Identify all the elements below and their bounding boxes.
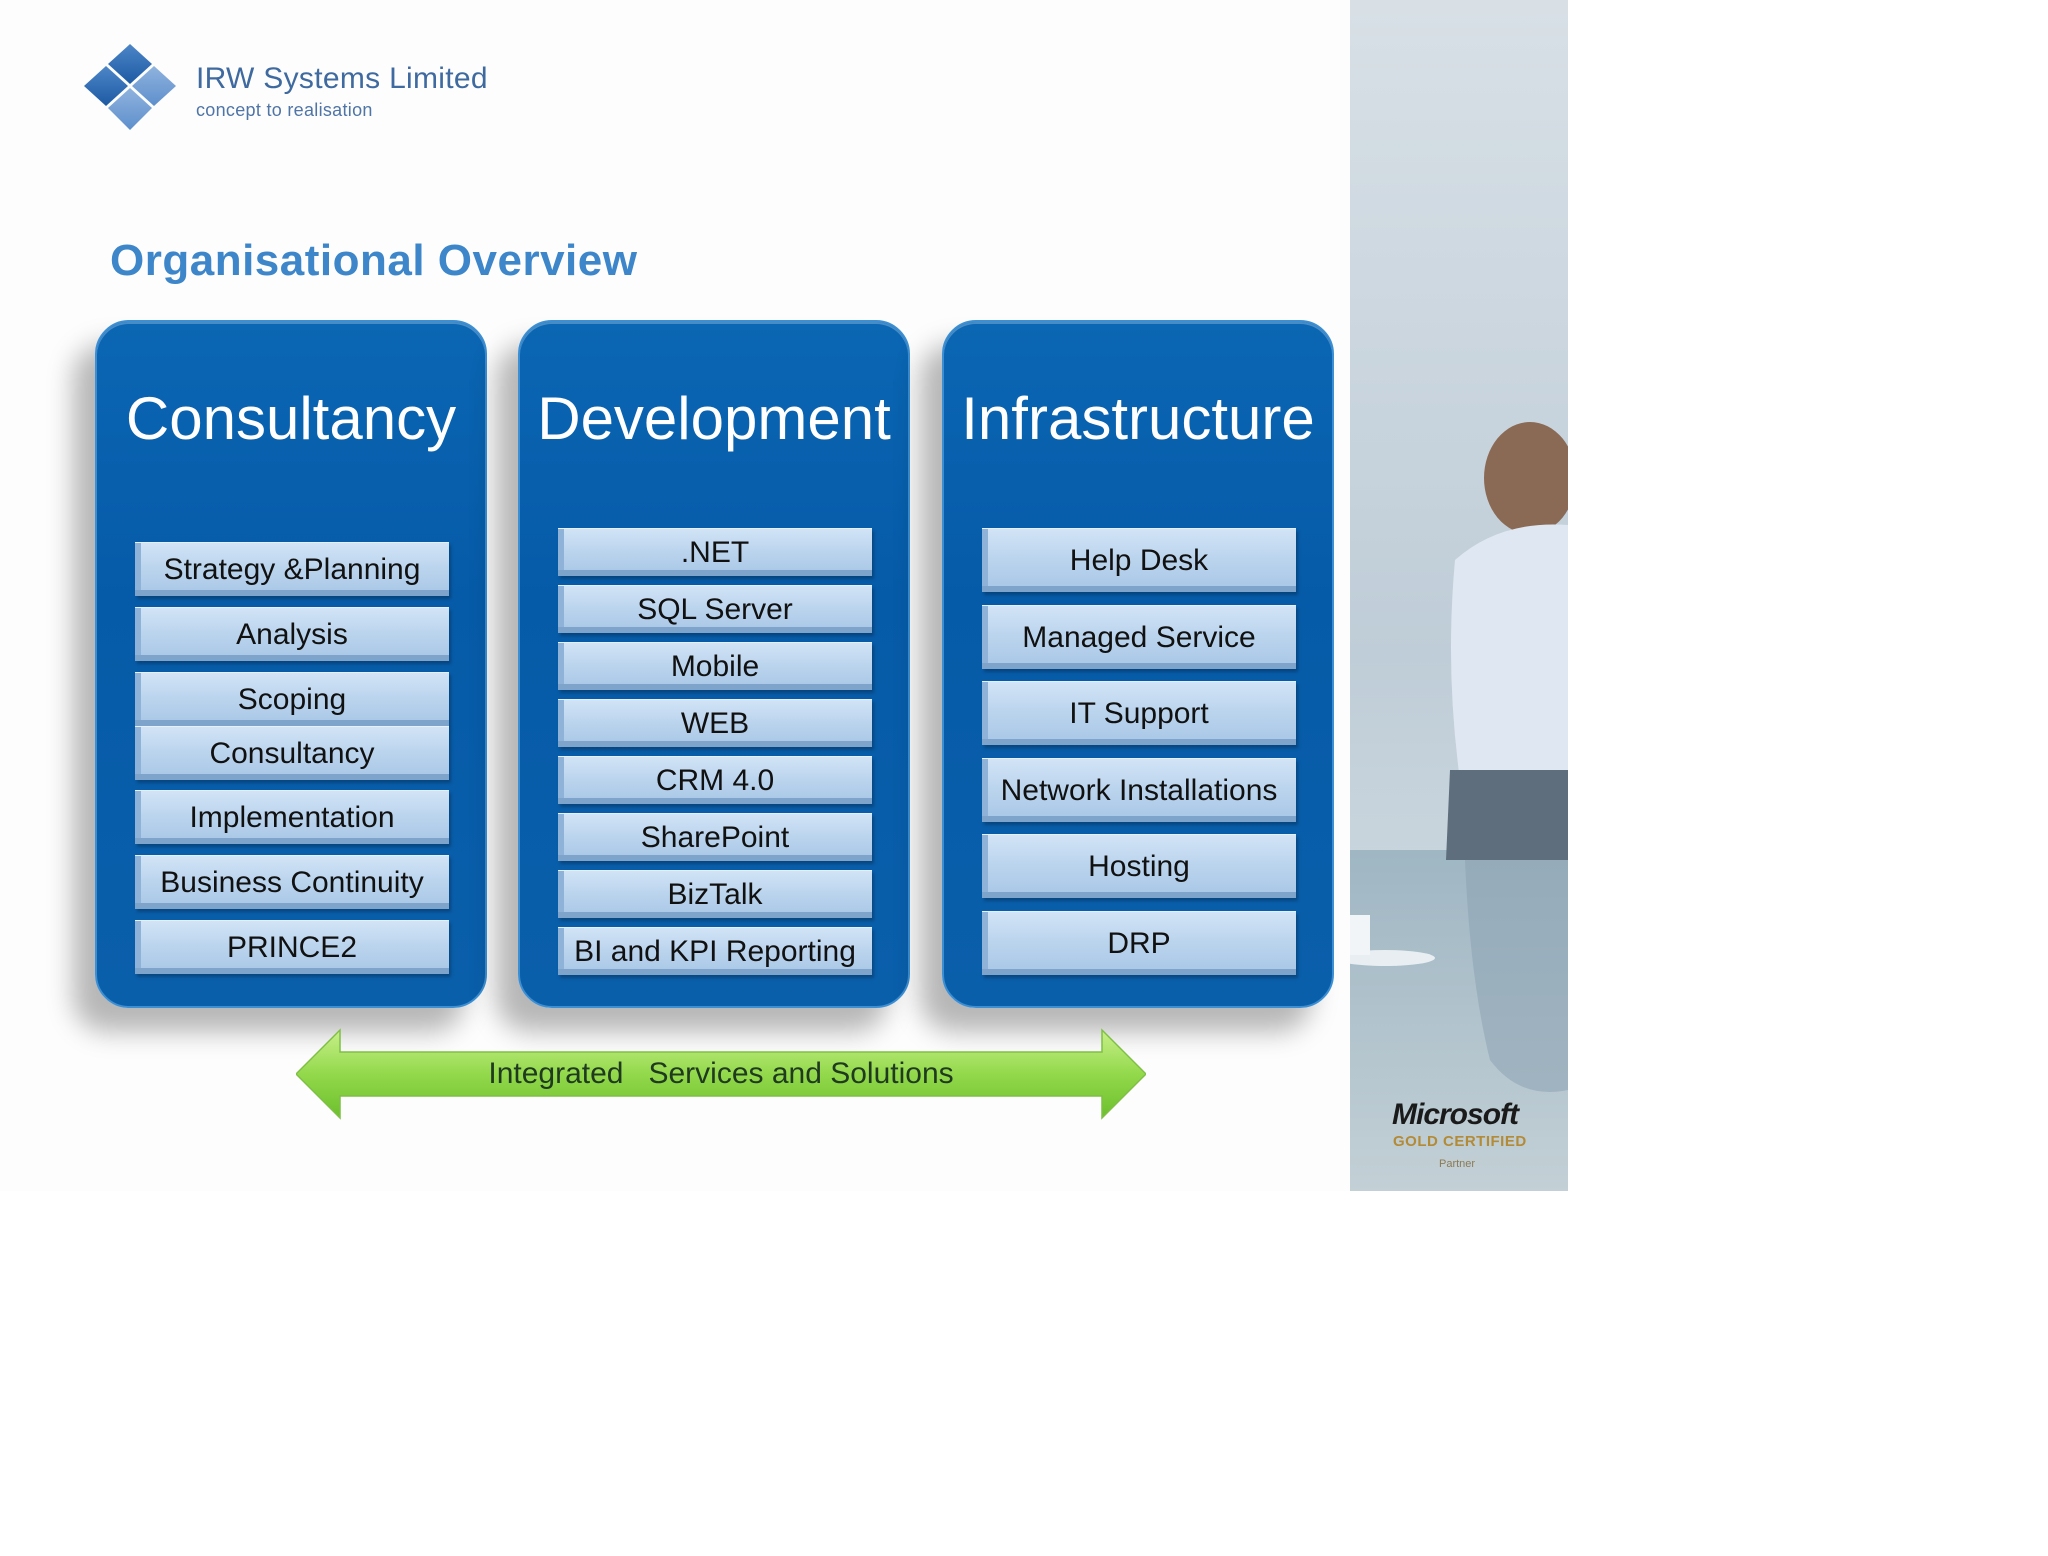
page-title: Organisational Overview — [110, 236, 638, 285]
service-item: .NET — [558, 528, 872, 576]
service-item: Managed Service — [982, 605, 1296, 669]
gold-certified-label: GOLD CERTIFIED — [1393, 1133, 1527, 1150]
arrow-label: Integrated Services and Solutions — [488, 1057, 954, 1090]
service-item: BI and KPI Reporting — [558, 927, 872, 975]
service-item: BizTalk — [558, 870, 872, 918]
service-item: Mobile — [558, 642, 872, 690]
infrastructure-column: Infrastructure Help Desk Managed Service… — [942, 320, 1334, 1008]
service-item: SharePoint — [558, 813, 872, 861]
column-title: Development — [537, 385, 891, 452]
microsoft-logo: Microsoft — [1392, 1098, 1519, 1131]
slide: IRW Systems Limited concept to realisati… — [84, 44, 1334, 1120]
double-arrow-icon — [296, 1028, 1146, 1120]
service-item: Strategy &Planning — [135, 542, 449, 596]
service-item: SQL Server — [558, 585, 872, 633]
businessman-photo — [1350, 0, 1568, 1191]
service-item: DRP — [982, 911, 1296, 975]
service-item: Implementation — [135, 790, 449, 844]
service-item: WEB — [558, 699, 872, 747]
service-item: Consultancy — [135, 726, 449, 780]
partner-label: Partner — [1439, 1158, 1476, 1170]
brand-name: IRW Systems Limited — [196, 62, 488, 95]
consultancy-column: Consultancy Strategy &Planning Analysis … — [95, 320, 487, 1008]
column-title: Infrastructure — [961, 385, 1315, 452]
service-item: Business Continuity — [135, 855, 449, 909]
service-item: PRINCE2 — [135, 920, 449, 974]
service-item: Hosting — [982, 834, 1296, 898]
column-title: Consultancy — [125, 385, 457, 452]
brand-tagline: concept to realisation — [196, 100, 373, 120]
service-item: Scoping — [135, 672, 449, 726]
service-item: IT Support — [982, 681, 1296, 745]
service-item: CRM 4.0 — [558, 756, 872, 804]
service-item: Help Desk — [982, 528, 1296, 592]
development-column: Development .NET SQL Server Mobile WEB C… — [518, 320, 910, 1008]
service-item: Network Installations — [982, 758, 1296, 822]
irw-logo-icon — [84, 44, 176, 130]
service-item: Analysis — [135, 607, 449, 661]
